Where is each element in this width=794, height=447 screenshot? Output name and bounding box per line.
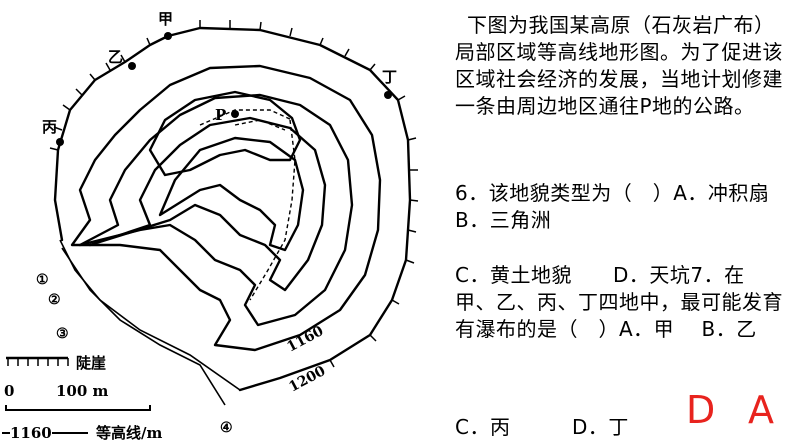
- label-jia: 甲: [158, 10, 173, 28]
- legend-contour-sample: 1160: [10, 424, 52, 442]
- contour-map-svg: 甲 乙 丙 丁 P 1160 1200 ① ② ③ ④ 陡崖 0 100 m 1…: [2, 10, 419, 442]
- legend-contour-desc: 等高线/m: [96, 424, 162, 442]
- dashed-lines: [199, 109, 296, 301]
- label-bing: 丙: [42, 118, 57, 136]
- label-yi: 乙: [108, 48, 123, 66]
- cliff-boundary: [49, 20, 419, 392]
- marker-1: ①: [36, 272, 49, 288]
- point-yi: [128, 62, 136, 70]
- label-p: P: [215, 106, 226, 124]
- answer-q7: A: [748, 388, 774, 432]
- point-ding: [384, 91, 392, 99]
- marker-4: ④: [220, 420, 233, 436]
- marker-3: ③: [56, 326, 69, 342]
- legend-cliff-label: 陡崖: [76, 354, 106, 372]
- question-7-options-cd: C．丙 D．丁: [455, 415, 629, 439]
- legend-scale-start: 0: [4, 382, 14, 400]
- contour-lines: [59, 64, 382, 406]
- map-legend: 陡崖 0 100 m 1160 等高线/m: [2, 354, 162, 442]
- point-bing: [56, 138, 64, 146]
- answer-q6: D: [686, 388, 716, 432]
- marker-2: ②: [48, 292, 61, 308]
- question-6: 6．该地貌类型为（ ）A．冲积扇 B．三角洲: [455, 181, 770, 232]
- point-jia: [164, 32, 172, 40]
- legend-scale-end: 100 m: [56, 382, 109, 400]
- label-contour-1160: 1160: [284, 323, 326, 356]
- label-ding: 丁: [382, 68, 397, 86]
- contour-map: 甲 乙 丙 丁 P 1160 1200 ① ② ③ ④ 陡崖 0 100 m 1…: [2, 10, 419, 442]
- intro-paragraph: 下图为我国某高原（石灰岩广布）局部区域等高线地形图。为了促进该区域社会经济的发展…: [455, 13, 783, 118]
- question-6-options-question-7: C．黄土地貌 D．天坑7．在甲、乙、丙、丁四地中，最可能发育有瀑布的是（ ）A．…: [455, 263, 783, 341]
- point-markers: [56, 32, 392, 146]
- point-p: [231, 110, 239, 118]
